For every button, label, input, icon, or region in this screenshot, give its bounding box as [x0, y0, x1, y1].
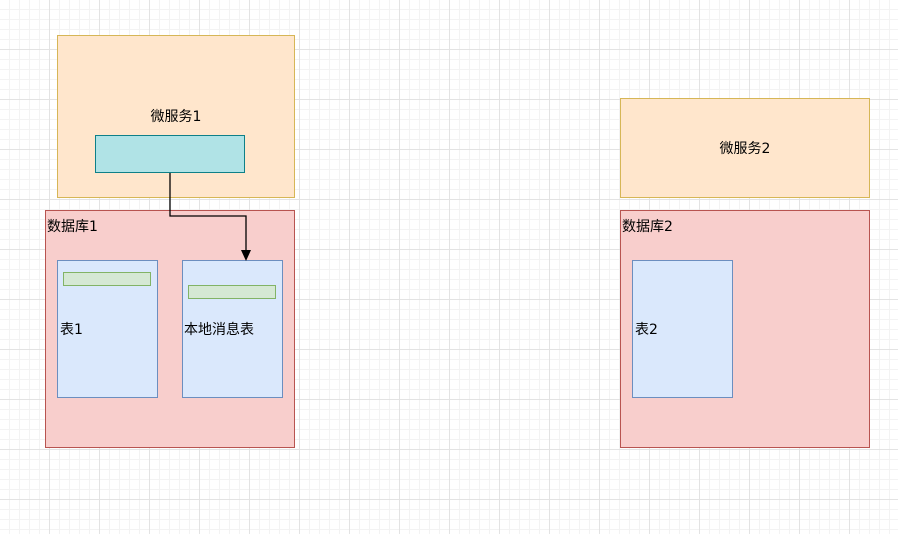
local-message-table-box[interactable]: 本地消息表 — [182, 260, 283, 398]
database2-label: 数据库2 — [622, 219, 673, 235]
local-message-table-label: 本地消息表 — [184, 322, 254, 338]
service2-label: 微服务2 — [719, 141, 771, 157]
database1-label: 数据库1 — [47, 219, 98, 235]
table1-label: 表1 — [60, 322, 83, 338]
table2-box[interactable]: 表2 — [632, 260, 733, 398]
service2-box[interactable]: 微服务2 — [620, 98, 870, 198]
table1-row[interactable] — [63, 272, 151, 286]
service1-component[interactable] — [95, 135, 245, 173]
service1-box[interactable]: 微服务1 — [57, 35, 295, 198]
local-message-table-row[interactable] — [188, 285, 276, 299]
table2-label: 表2 — [635, 322, 658, 338]
service1-label: 微服务1 — [150, 109, 202, 125]
